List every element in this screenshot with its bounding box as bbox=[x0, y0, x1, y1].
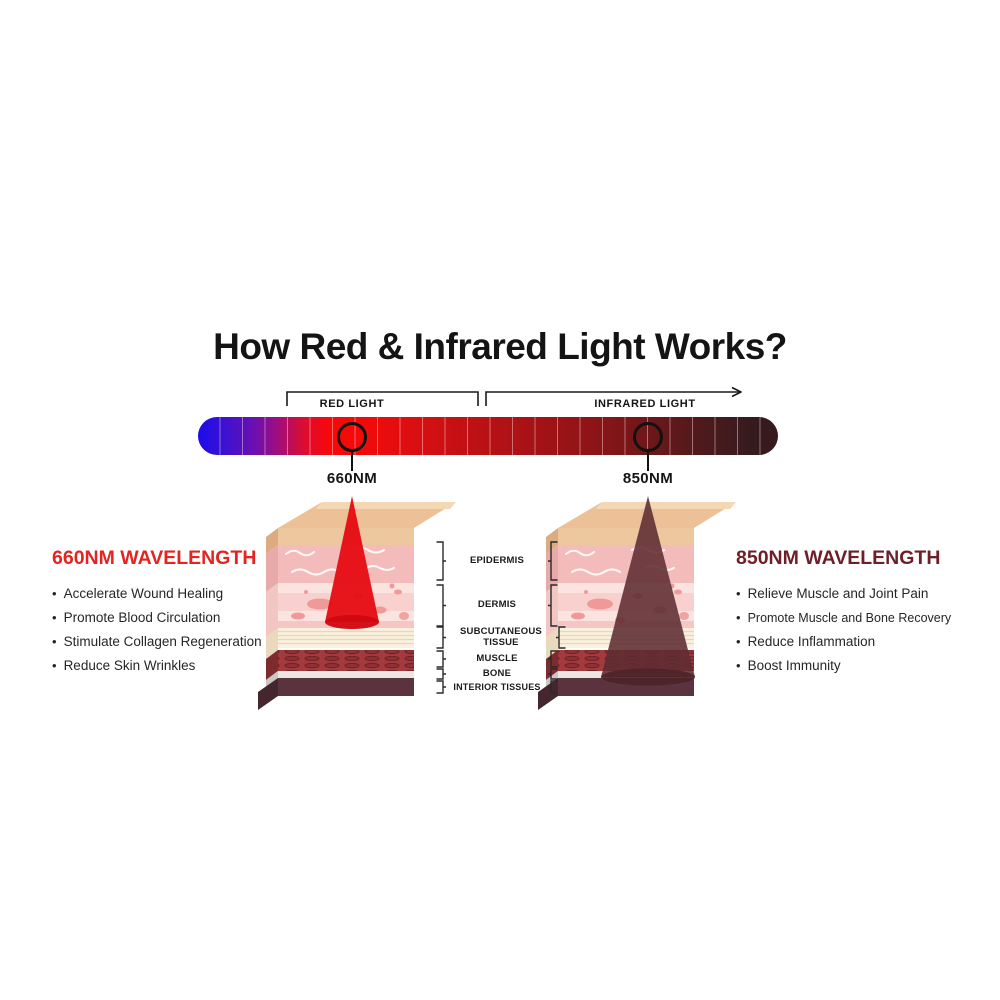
red-light-label: RED LIGHT bbox=[319, 398, 385, 410]
cone-660 bbox=[325, 496, 379, 622]
layer-label: BONE bbox=[482, 667, 512, 679]
left-bullet-1: Accelerate Wound Healing bbox=[52, 586, 224, 601]
red-light-bracket bbox=[286, 391, 479, 406]
marker-label-660: 660NM bbox=[326, 470, 378, 487]
left-bracket-icon bbox=[436, 541, 446, 581]
marker-label-850: 850NM bbox=[622, 470, 674, 487]
right-bullet-4: Boost Immunity bbox=[736, 658, 841, 673]
layer-row-subcutaneous: SUBCUTANEOUS TISSUE bbox=[436, 625, 566, 649]
left-bracket-icon bbox=[436, 680, 446, 694]
marker-circle-660 bbox=[337, 422, 367, 452]
skin-block-660 bbox=[257, 496, 457, 711]
layer-label: DERMIS bbox=[477, 599, 517, 611]
skin-diagrams bbox=[257, 496, 737, 711]
infrared-light-label: INFRARED LIGHT bbox=[594, 398, 696, 410]
right-bracket-icon bbox=[548, 541, 558, 581]
layer-label: MUSCLE bbox=[476, 652, 518, 664]
layer-row-bone: BONE bbox=[436, 668, 558, 680]
right-bracket-icon bbox=[548, 650, 558, 668]
marker-stem-850 bbox=[647, 450, 649, 471]
right-bullet-3: Reduce Inflammation bbox=[736, 634, 876, 649]
skin-block-850 bbox=[537, 496, 737, 711]
left-panel-heading: 660NM WAVELENGTH bbox=[52, 547, 257, 569]
cone-850-base bbox=[601, 668, 695, 686]
right-bracket-icon bbox=[548, 668, 558, 680]
layer-row-interior: INTERIOR TISSUES bbox=[436, 680, 558, 694]
layer-label: INTERIOR TISSUES bbox=[453, 681, 541, 692]
right-bracket-icon bbox=[548, 680, 558, 694]
layer-row-epidermis: EPIDERMIS bbox=[436, 541, 558, 581]
right-bracket-icon bbox=[548, 584, 558, 627]
layer-label: SUBCUTANEOUS TISSUE bbox=[460, 625, 542, 648]
left-bracket-icon bbox=[436, 584, 446, 627]
left-bullet-3: Stimulate Collagen Regeneration bbox=[52, 634, 262, 649]
layer-row-dermis: DERMIS bbox=[436, 584, 558, 627]
cone-850 bbox=[601, 496, 695, 677]
layer-row-muscle: MUSCLE bbox=[436, 650, 558, 668]
arrow-head-icon bbox=[731, 386, 742, 398]
infrared-arrow-line bbox=[485, 391, 739, 406]
left-bracket-icon bbox=[436, 626, 446, 649]
right-bullet-2: Promote Muscle and Bone Recovery bbox=[736, 610, 952, 625]
cone-660-base bbox=[325, 615, 379, 629]
spectrum-bar bbox=[198, 417, 778, 455]
marker-circle-850 bbox=[633, 422, 663, 452]
right-bracket-icon bbox=[555, 626, 566, 649]
left-bracket-icon bbox=[436, 650, 446, 668]
left-bullet-2: Promote Blood Circulation bbox=[52, 610, 221, 625]
layer-label: EPIDERMIS bbox=[469, 554, 525, 566]
right-panel-heading: 850NM WAVELENGTH bbox=[736, 547, 941, 569]
page-title: How Red & Infrared Light Works? bbox=[213, 326, 787, 367]
spectrum-range-lines bbox=[286, 386, 742, 406]
marker-stem-660 bbox=[351, 450, 353, 471]
left-bullet-4: Reduce Skin Wrinkles bbox=[52, 658, 196, 673]
right-bullet-1: Relieve Muscle and Joint Pain bbox=[736, 586, 929, 601]
left-bracket-icon bbox=[436, 668, 446, 680]
